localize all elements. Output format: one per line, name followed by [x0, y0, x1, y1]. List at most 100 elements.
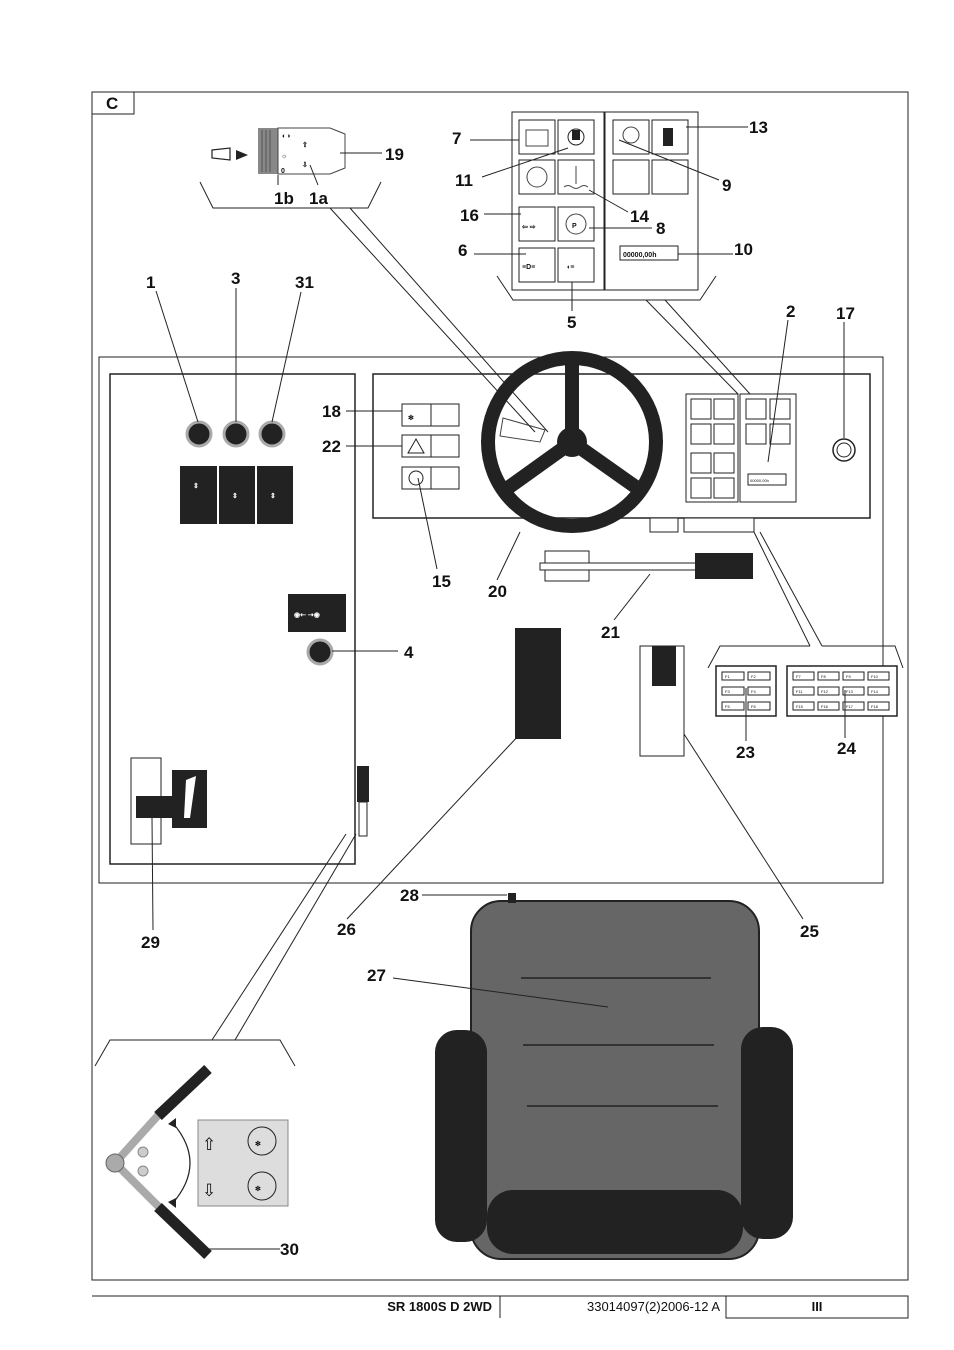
fuse-label: F12	[821, 689, 829, 694]
callout-1: 1	[146, 273, 155, 292]
side-brush-icon	[288, 594, 346, 632]
ignition-key[interactable]	[832, 438, 856, 462]
callout-25: 25	[800, 922, 819, 941]
leader-lines	[151, 126, 846, 1250]
callout-22: 22	[322, 437, 341, 456]
callout-13: 13	[749, 118, 768, 137]
callout-30: 30	[280, 1240, 299, 1259]
fuse-label: F18	[871, 704, 879, 709]
horn-icon	[211, 147, 248, 161]
air-filter-icon	[518, 159, 556, 195]
hopper-raise-lower-icon	[180, 466, 217, 524]
fuse-cell	[842, 686, 865, 696]
fuse-label: F13	[846, 689, 854, 694]
callout-14: 14	[630, 207, 649, 226]
fuse-cell	[817, 671, 840, 681]
fuse-cell	[842, 671, 865, 681]
fuse-label: F2	[751, 674, 756, 679]
fuse-cell	[721, 686, 745, 696]
callout-28: 28	[400, 886, 419, 905]
callout-16: 16	[460, 206, 479, 225]
fuse-cell	[842, 701, 865, 711]
svg-text:⇧: ⇧	[202, 1135, 216, 1154]
fuse-cell	[792, 701, 815, 711]
svg-text:◐◑: ◐◑	[282, 133, 290, 140]
fuse-label: F11	[796, 689, 803, 694]
brake-icon	[408, 470, 424, 486]
callout-4: 4	[404, 643, 414, 662]
section-label: C	[106, 94, 118, 113]
headlight-icon	[557, 247, 595, 283]
section-label-box	[91, 91, 135, 115]
fuse-label: F6	[751, 704, 756, 709]
fuse-label: F4	[751, 689, 756, 694]
fuse-cell	[721, 701, 745, 711]
fuse-label: F5	[725, 704, 730, 709]
fuse-cell	[817, 701, 840, 711]
brake-fluid-icon	[557, 119, 595, 155]
filter-shaker-icon	[197, 1119, 289, 1207]
callout-7: 7	[452, 129, 461, 148]
callout-5: 5	[567, 313, 576, 332]
callout-21: 21	[601, 623, 620, 642]
hazard-icon	[407, 437, 425, 454]
svg-text:⇕: ⇕	[270, 492, 276, 500]
fuse-label: F8	[821, 674, 826, 679]
shaker-lever-detail: ⇧ ⇩ ✻ ✻	[94, 1039, 296, 1259]
seat-adjuster-knob[interactable]	[508, 893, 516, 903]
fuse-cell	[792, 686, 815, 696]
svg-text:P: P	[572, 223, 577, 230]
fuse-cell	[747, 671, 771, 681]
svg-text:⇕: ⇕	[193, 482, 199, 490]
filter-shaker-lever[interactable]	[357, 766, 369, 802]
svg-text:⇕: ⇕	[232, 492, 238, 500]
fuse-label: F15	[796, 704, 804, 709]
callout-31: 31	[295, 273, 314, 292]
knob-4[interactable]	[306, 638, 334, 666]
svg-text:≡D≡: ≡D≡	[522, 264, 535, 271]
callout-29: 29	[141, 933, 160, 952]
callout-1b: 1b	[274, 189, 294, 208]
steering-wheel[interactable]	[481, 351, 663, 533]
fuse-cell	[747, 686, 771, 696]
footer-model-name: SR 1800S D 2WD	[387, 1299, 492, 1314]
callout-10: 10	[734, 240, 753, 259]
svg-text:✻: ✻	[255, 1140, 261, 1148]
fuse-label: F10	[871, 674, 879, 679]
flap-icon	[219, 466, 255, 524]
operator-seat	[435, 893, 793, 1260]
fuse-label: F14	[871, 689, 879, 694]
callout-18: 18	[322, 402, 341, 421]
fuse-cell	[721, 671, 745, 681]
knob-1[interactable]	[185, 420, 213, 448]
fuse-label: F17	[846, 704, 854, 709]
callout-15: 15	[432, 572, 451, 591]
fuse-cell	[747, 701, 771, 711]
drive-pedal[interactable]	[515, 628, 561, 739]
svg-text:⇧: ⇧	[302, 141, 308, 149]
hour-meter-small-display: 00000,00h	[750, 478, 769, 483]
knob-3[interactable]	[222, 420, 250, 448]
callout-9: 9	[722, 176, 731, 195]
hour-meter	[619, 245, 679, 261]
drive-lever[interactable]	[695, 553, 753, 579]
hour-meter-display: 00000,00h	[623, 252, 656, 259]
callout-26: 26	[337, 920, 356, 939]
instrument-panel: 00000,00h	[685, 393, 797, 503]
fuse-label: F1	[725, 674, 730, 679]
fuse-cell	[867, 671, 890, 681]
callout-3: 3	[231, 269, 240, 288]
dashboard-outline	[98, 356, 884, 884]
svg-text:⇦ ⇨: ⇦ ⇨	[521, 224, 536, 231]
knob-31[interactable]	[258, 420, 286, 448]
svg-text:◉⇠ ⇢◉: ◉⇠ ⇢◉	[294, 612, 320, 619]
fuse-label: F9	[846, 674, 851, 679]
callout-24: 24	[837, 739, 856, 758]
svg-text:☼: ☼	[281, 153, 287, 160]
lever-switch-detail: ◐◑ ☼ 0 ⇧ ⇩	[199, 127, 382, 209]
footer-rules	[92, 1295, 909, 1319]
parking-brake-icon	[557, 206, 595, 242]
